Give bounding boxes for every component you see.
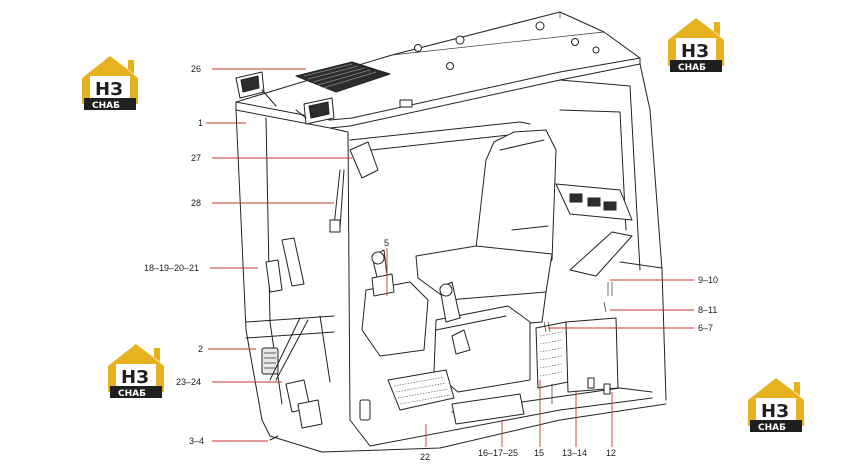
callout-22: 22: [420, 452, 430, 462]
roof-work-lights: [235, 71, 335, 125]
callout-3-4: 3–4: [189, 436, 204, 446]
callout-5: 5: [384, 238, 389, 248]
floor-items: [265, 237, 525, 441]
callout-27: 27: [191, 153, 201, 163]
logo-word: СНАБ: [92, 101, 120, 111]
logo-word: СНАБ: [678, 63, 706, 73]
right-console: [433, 281, 619, 395]
callout-1: 1: [198, 118, 203, 128]
left-console: [361, 249, 429, 357]
callout-15: 15: [534, 448, 544, 458]
watermark-logo-top-left: НЗ СНАБ: [82, 56, 138, 111]
cab-wall-details: [261, 183, 633, 421]
watermark-logo-top-right: НЗ СНАБ: [668, 18, 724, 73]
logo-mark: НЗ: [681, 41, 709, 62]
callout-12: 12: [606, 448, 616, 458]
callout-16-17-25: 16–17–25: [478, 448, 518, 458]
callout-labels: 26 1 27 28 5 18–19–20–21 2 23–24 3–4 22 …: [144, 64, 718, 462]
logo-mark: НЗ: [761, 401, 789, 422]
watermark-logo-bottom-right: НЗ СНАБ: [748, 378, 804, 433]
callout-2: 2: [198, 344, 203, 354]
watermark-logo-bottom-left: НЗ СНАБ: [108, 344, 164, 399]
hardware-points: [543, 282, 613, 404]
callout-13-14: 13–14: [562, 448, 587, 458]
logo-mark: НЗ: [121, 367, 149, 388]
callout-6-7: 6–7: [698, 323, 713, 333]
logo-word: СНАБ: [118, 389, 146, 399]
logo-mark: НЗ: [95, 79, 123, 100]
callout-26: 26: [191, 64, 201, 74]
callout-23-24: 23–24: [176, 377, 201, 387]
callout-8-11: 8–11: [698, 305, 717, 315]
callout-28: 28: [191, 198, 201, 208]
callout-18-19-20-21: 18–19–20–21: [144, 263, 199, 273]
operator-seat: [415, 129, 557, 331]
leader-lines: [206, 68, 694, 447]
logo-word: СНАБ: [758, 423, 786, 433]
callout-9-10: 9–10: [698, 275, 718, 285]
wiper-mirror: [329, 141, 379, 233]
